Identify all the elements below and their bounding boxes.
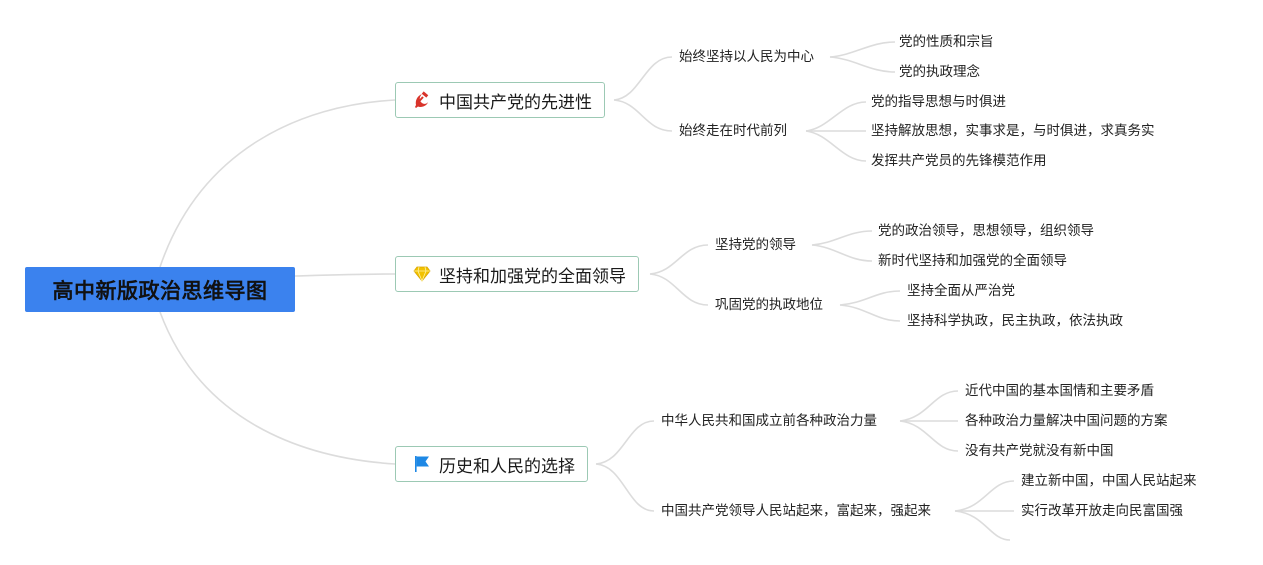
connector-b1c2-l1 [805,101,867,132]
branch-topic-2-label: 坚持和加强党的全面领导 [439,266,626,287]
connector-b3c2-l1 [954,480,1015,512]
connector-b1c1-l1 [829,41,896,58]
subtopic-3-2[interactable]: 中国共产党领导人民站起来，富起来，强起来 [661,503,931,519]
connector-b2-c1 [649,244,709,275]
branch-topic-3-label: 历史和人民的选择 [439,456,575,477]
branch-topic-1[interactable]: 中国共产党的先进性 [395,82,605,118]
root-topic[interactable]: 高中新版政治思维导图 [25,267,295,312]
connector-b1-c1 [613,56,673,101]
diamond-icon [412,264,432,284]
hammer-sickle-icon [412,90,432,110]
connector-b1c2-l3 [805,130,867,162]
leaf-topic-2-2-1[interactable]: 坚持全面从严治党 [907,283,1015,299]
leaf-topic-2-1-2[interactable]: 新时代坚持和加强党的全面领导 [878,253,1067,269]
connector-b2-c2 [649,273,709,306]
leaf-topic-3-1-1[interactable]: 近代中国的基本国情和主要矛盾 [965,383,1154,399]
leaf-topic-1-2-3[interactable]: 发挥共产党员的先锋模范作用 [871,153,1047,169]
leaf-topic-1-2-1[interactable]: 党的指导思想与时俱进 [871,94,1006,110]
connector-b2c1-l2 [811,244,873,262]
connector-b1c1-l2 [829,56,896,73]
leaf-topic-3-1-2[interactable]: 各种政治力量解决中国问题的方案 [965,413,1168,429]
subtopic-3-1[interactable]: 中华人民共和国成立前各种政治力量 [661,413,877,429]
connector-b2c2-l2 [839,304,901,322]
flag-icon [412,454,432,474]
root-topic-label: 高中新版政治思维导图 [52,278,268,303]
connector-b3-c1 [595,420,655,465]
connector-b3-c2 [595,463,655,512]
connector-root-branch-2 [294,273,396,277]
connector-b1-c2 [613,99,673,132]
subtopic-1-1[interactable]: 始终坚持以人民为中心 [679,49,814,65]
connector-b3c1-l1 [899,390,959,422]
leaf-topic-3-2-2[interactable]: 实行改革开放走向民富国强 [1021,503,1183,519]
branch-topic-1-label: 中国共产党的先进性 [439,92,592,113]
leaf-topic-2-1-1[interactable]: 党的政治领导，思想领导，组织领导 [878,223,1094,239]
leaf-topic-1-2-2[interactable]: 坚持解放思想，实事求是，与时俱进，求真务实 [871,123,1155,139]
leaf-topic-3-1-3[interactable]: 没有共产党就没有新中国 [965,443,1114,459]
connector-root-branch-1 [159,99,396,268]
subtopic-2-2[interactable]: 巩固党的执政地位 [715,297,823,313]
connector-b3c2-l3 [954,510,1011,541]
branch-topic-3[interactable]: 历史和人民的选择 [395,446,588,482]
connector-b3c1-l3 [899,420,959,452]
branch-topic-2[interactable]: 坚持和加强党的全面领导 [395,256,639,292]
connector-b2c1-l1 [811,230,873,246]
connector-b2c2-l1 [839,290,901,306]
leaf-topic-1-1-2[interactable]: 党的执政理念 [899,64,980,80]
leaf-topic-1-1-1[interactable]: 党的性质和宗旨 [899,34,994,50]
subtopic-1-2[interactable]: 始终走在时代前列 [679,123,787,139]
leaf-topic-3-2-1[interactable]: 建立新中国，中国人民站起来 [1021,473,1197,489]
leaf-topic-2-2-2[interactable]: 坚持科学执政，民主执政，依法执政 [907,313,1123,329]
connector-root-branch-3 [159,311,396,465]
subtopic-2-1[interactable]: 坚持党的领导 [715,237,796,253]
